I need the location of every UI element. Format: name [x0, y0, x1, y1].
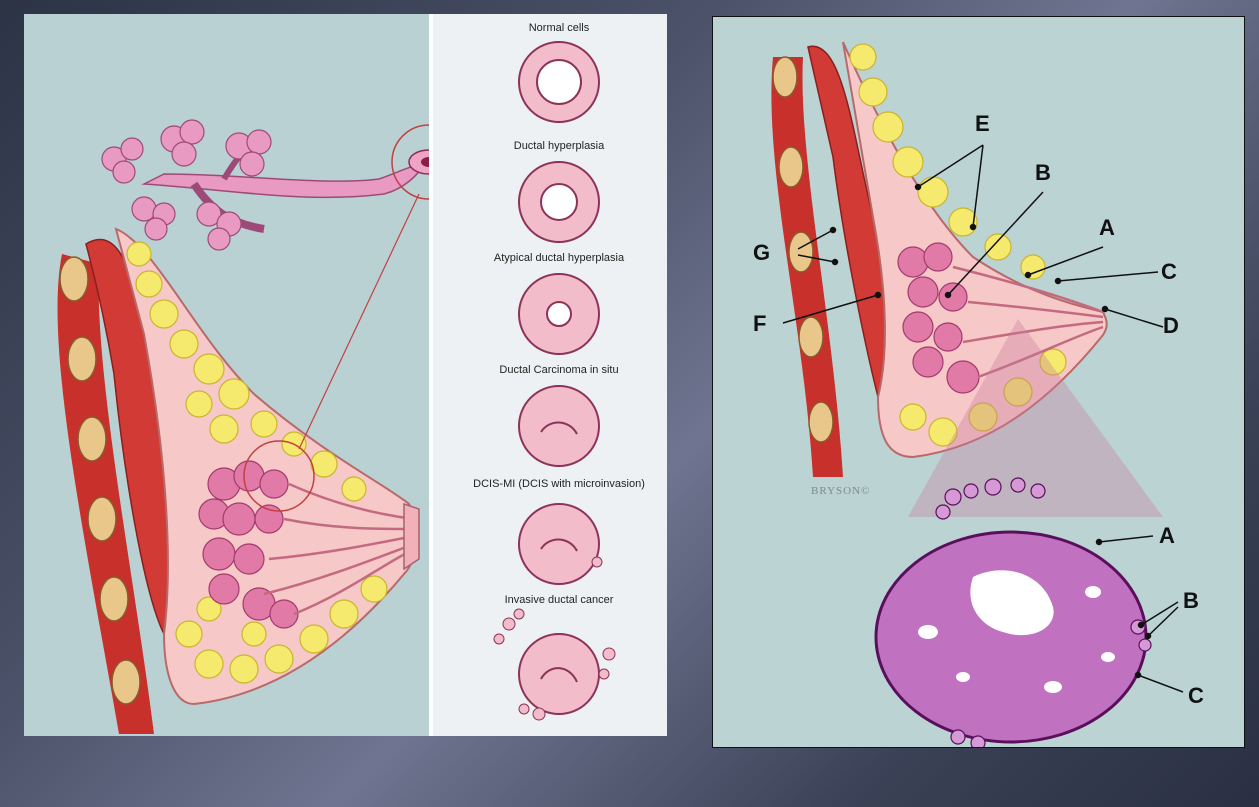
- right-panel: E B A C D G F A B C BRYSON©: [712, 16, 1245, 748]
- section-label-C: C: [1188, 685, 1204, 707]
- tumor-cross-section: [876, 478, 1151, 747]
- label-B: B: [1035, 162, 1051, 184]
- invasive-duct-icon: [494, 609, 615, 720]
- stage-label-dcis: Ductal Carcinoma in situ: [459, 364, 659, 376]
- stage-label-hyperplasia: Ductal hyperplasia: [459, 140, 659, 152]
- atypical-duct-icon: [519, 274, 599, 354]
- nipple: [404, 504, 419, 569]
- stage-label-atypical: Atypical ductal hyperplasia: [459, 252, 659, 264]
- dcis-mi-duct-icon: [519, 504, 602, 584]
- dcis-duct-icon: [519, 386, 599, 466]
- left-panel: Normal cells Ductal hyperplasia Atypical…: [24, 14, 667, 736]
- label-G: G: [753, 242, 770, 264]
- label-C: C: [1161, 261, 1177, 283]
- stages-column: Normal cells Ductal hyperplasia Atypical…: [429, 14, 667, 736]
- stage-label-dcis-mi: DCIS-MI (DCIS with microinvasion): [459, 478, 659, 490]
- label-F: F: [753, 313, 766, 335]
- section-label-B: B: [1183, 590, 1199, 612]
- stage-label-invasive: Invasive ductal cancer: [459, 594, 659, 606]
- label-D: D: [1163, 315, 1179, 337]
- section-label-A: A: [1159, 525, 1175, 547]
- hyperplasia-duct-icon: [519, 162, 599, 242]
- artist-credit: BRYSON©: [811, 485, 870, 497]
- lobule-duct-tree: [102, 120, 424, 250]
- stage-label-normal: Normal cells: [459, 22, 659, 34]
- label-A: A: [1099, 217, 1115, 239]
- label-E: E: [975, 113, 990, 135]
- normal-duct-icon: [519, 42, 599, 122]
